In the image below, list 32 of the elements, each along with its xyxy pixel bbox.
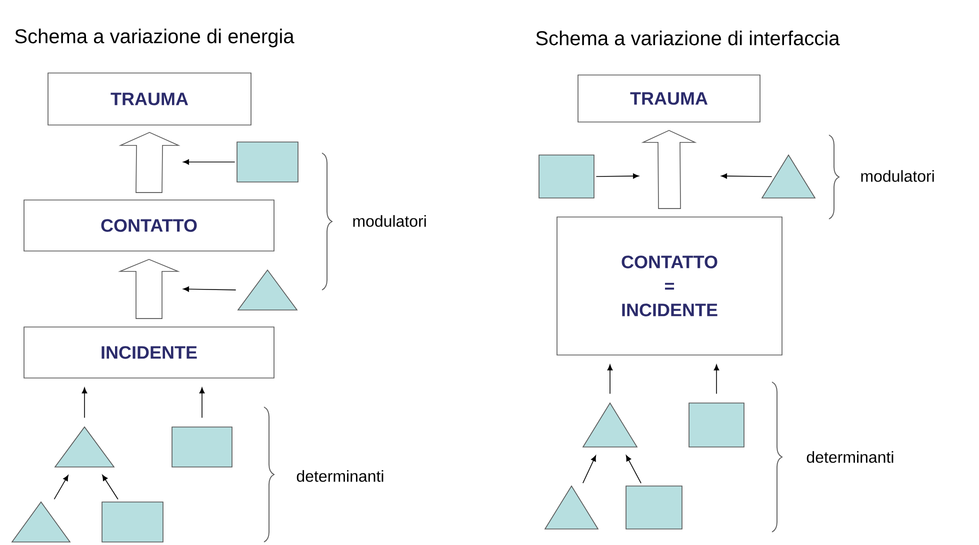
stage-box: TRAUMA xyxy=(48,72,252,126)
square-symbol xyxy=(102,502,164,542)
block-arrow xyxy=(118,132,180,193)
arrow xyxy=(596,173,639,179)
stage-box: CONTATTO xyxy=(24,200,274,252)
panel-heading: Schema a variazione di interfaccia xyxy=(536,30,840,46)
arrow xyxy=(183,159,236,165)
block-arrow xyxy=(641,130,697,209)
arrow xyxy=(607,364,613,394)
arrow xyxy=(582,455,596,484)
square-symbol xyxy=(626,486,682,530)
brace-label: determinanti xyxy=(806,451,894,463)
panel-heading: Schema a variazione di energia xyxy=(15,28,294,48)
brace-label: modulatori xyxy=(861,170,934,182)
brace-label: modulatori xyxy=(353,215,426,227)
arrow xyxy=(721,173,772,179)
square-symbol xyxy=(688,402,744,448)
arrow xyxy=(54,474,68,500)
arrow xyxy=(183,286,236,292)
brace-label: determinanti xyxy=(296,470,384,482)
square-symbol xyxy=(538,154,594,198)
square-symbol xyxy=(236,142,298,182)
block-arrow xyxy=(118,258,180,319)
arrow xyxy=(714,364,720,394)
stage-box: TRAUMA xyxy=(578,74,760,122)
square-symbol xyxy=(172,426,232,468)
arrow xyxy=(82,387,88,418)
arrow xyxy=(102,474,118,500)
arrow xyxy=(626,455,642,484)
arrow xyxy=(199,387,205,418)
stage-box: CONTATTO = INCIDENTE xyxy=(556,216,782,356)
stage-box: INCIDENTE xyxy=(24,326,274,378)
